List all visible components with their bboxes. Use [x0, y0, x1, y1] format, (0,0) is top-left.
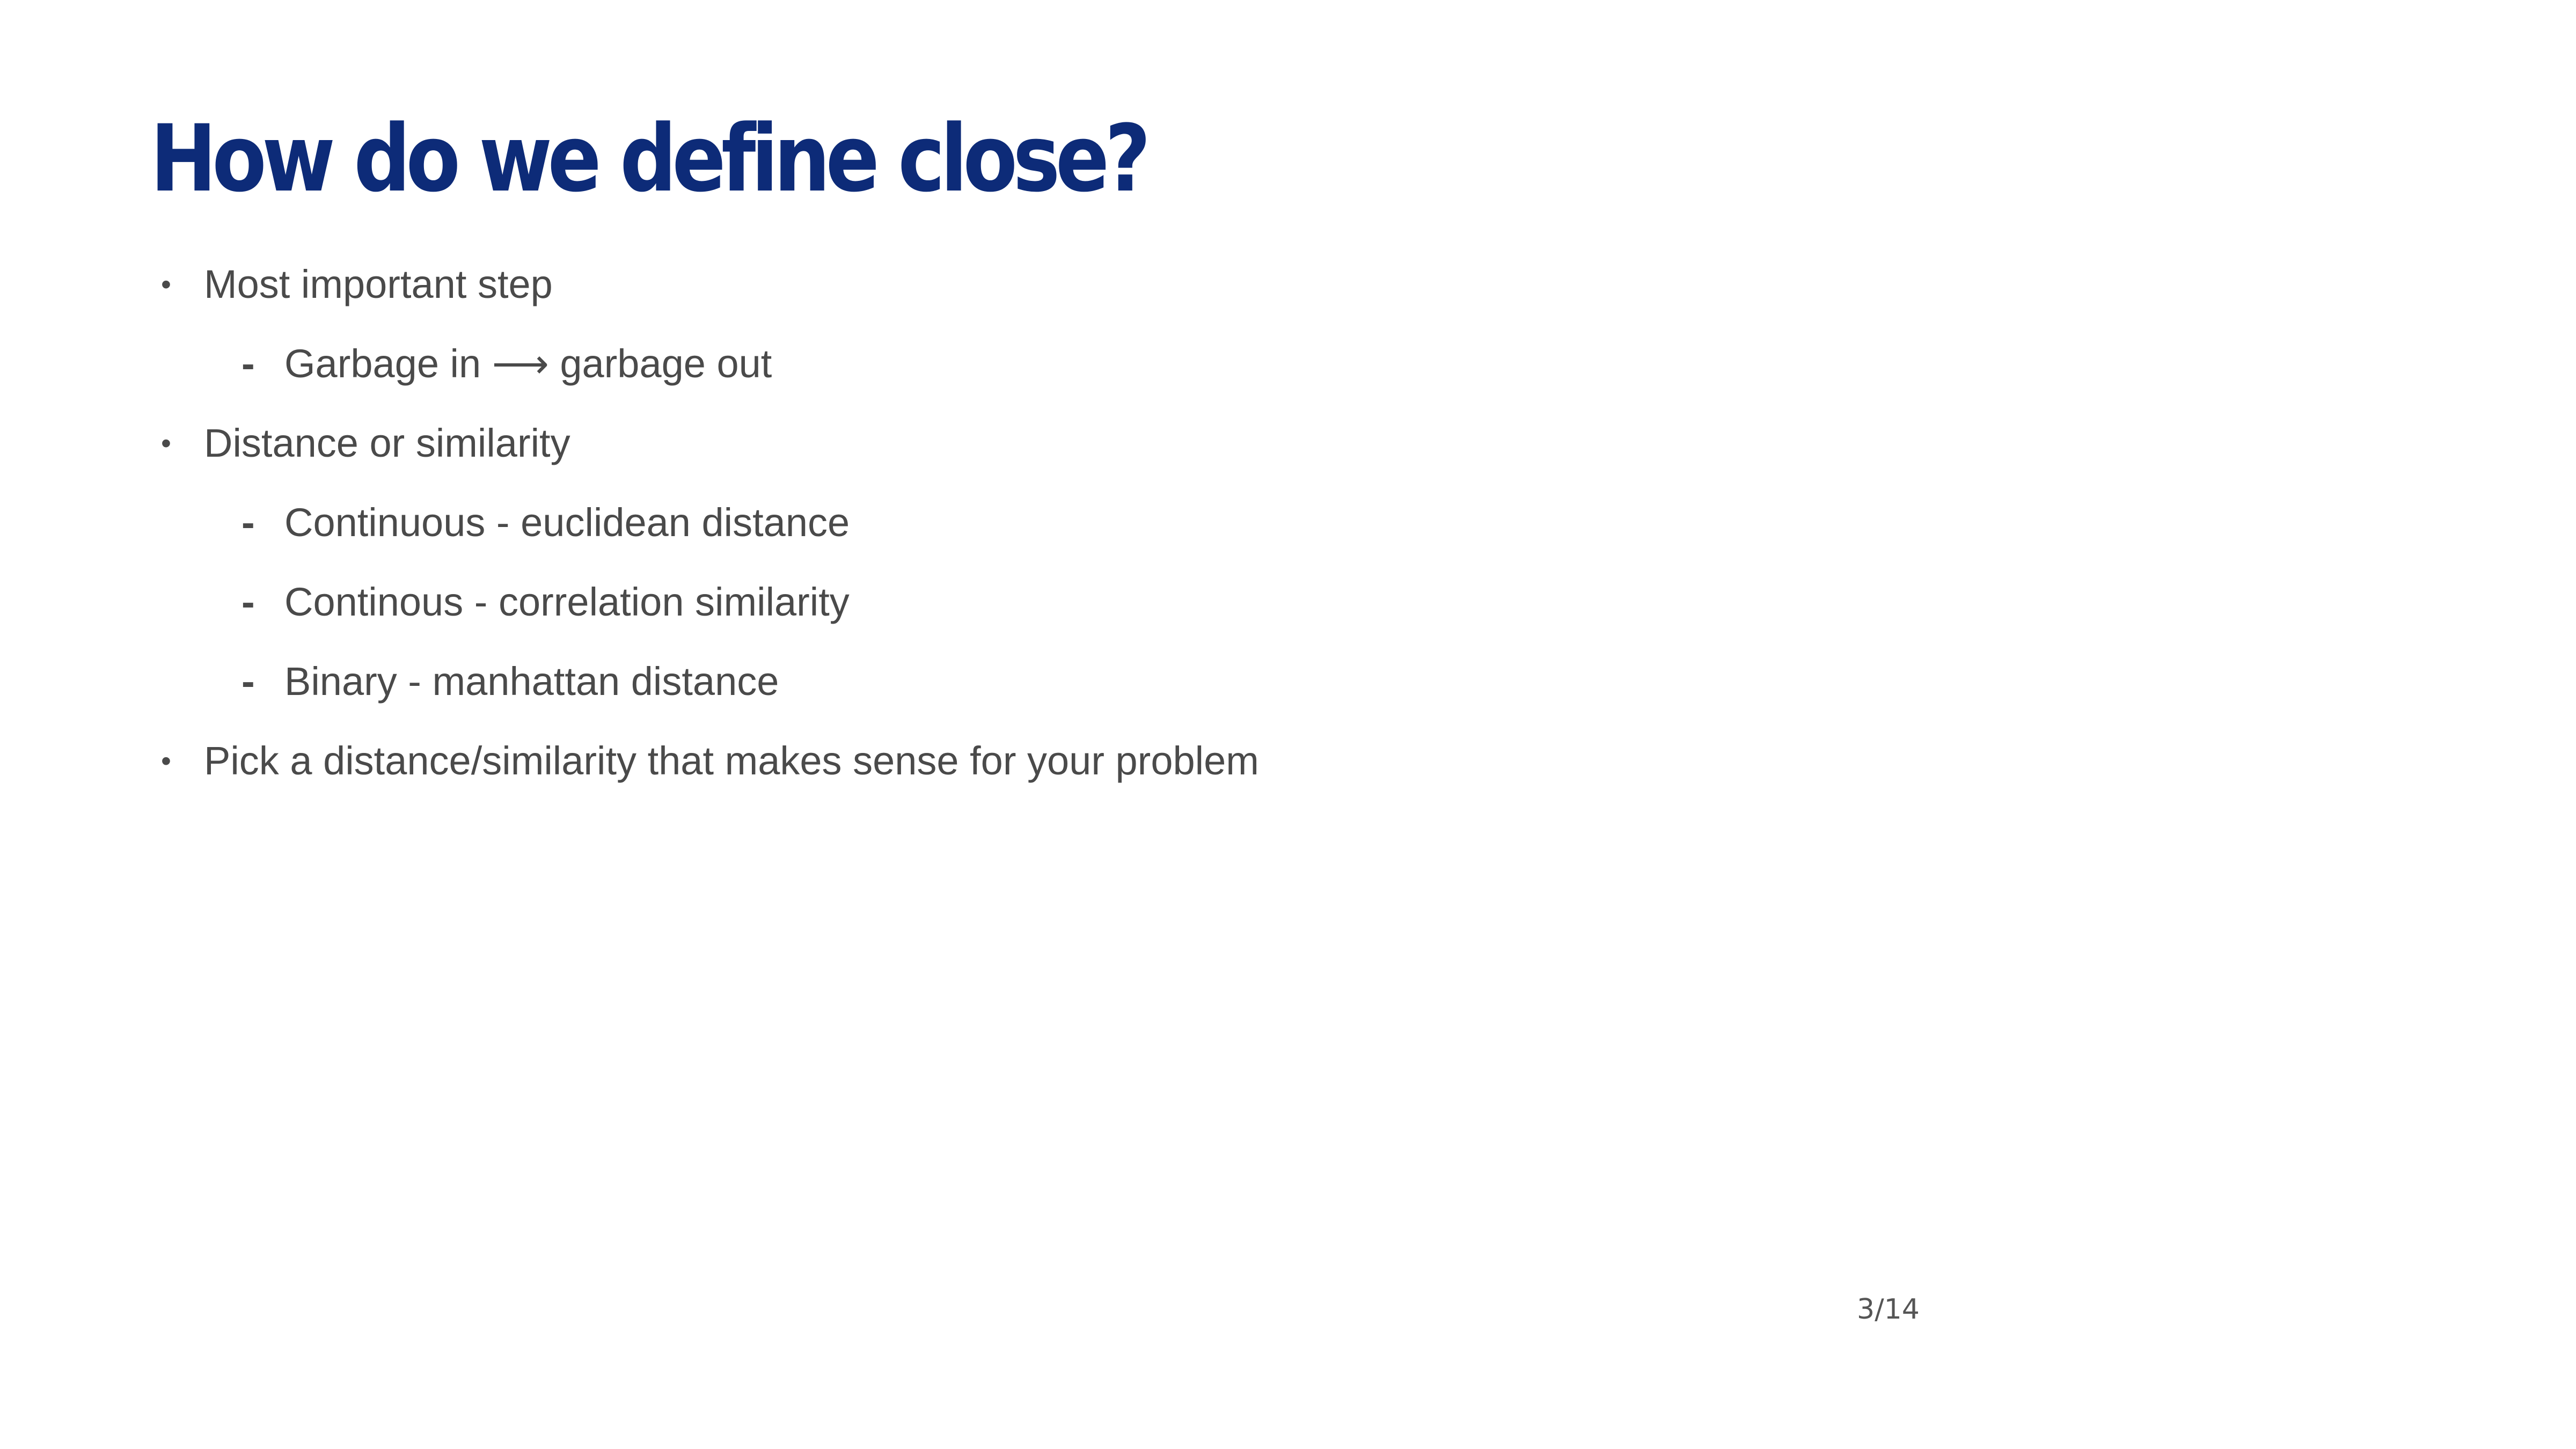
sub-bullet-marker: - [241, 580, 255, 624]
sub-bullet-marker: - [241, 341, 255, 386]
bullet-marker: • [161, 268, 171, 301]
sub-bullet-marker: - [241, 659, 255, 704]
bullet-text: Pick a distance/similarity that makes se… [204, 738, 1259, 783]
bullet-marker: • [161, 745, 171, 777]
bullet-marker: • [161, 427, 171, 459]
bullet-text: Most important step [204, 262, 553, 306]
sub-bullet-marker: - [241, 500, 255, 545]
sub-bullet-text: Garbage in ⟶ garbage out [284, 341, 772, 386]
sub-bullet-text: Binary - manhattan distance [284, 659, 779, 704]
page-number: 3/14 [1857, 1293, 1920, 1326]
sub-bullet-text: Continuous - euclidean distance [284, 500, 850, 545]
bullet-text: Distance or similarity [204, 421, 570, 465]
slide-title: How do we define close? [150, 105, 1151, 213]
sub-bullet-text: Continous - correlation similarity [284, 580, 850, 624]
